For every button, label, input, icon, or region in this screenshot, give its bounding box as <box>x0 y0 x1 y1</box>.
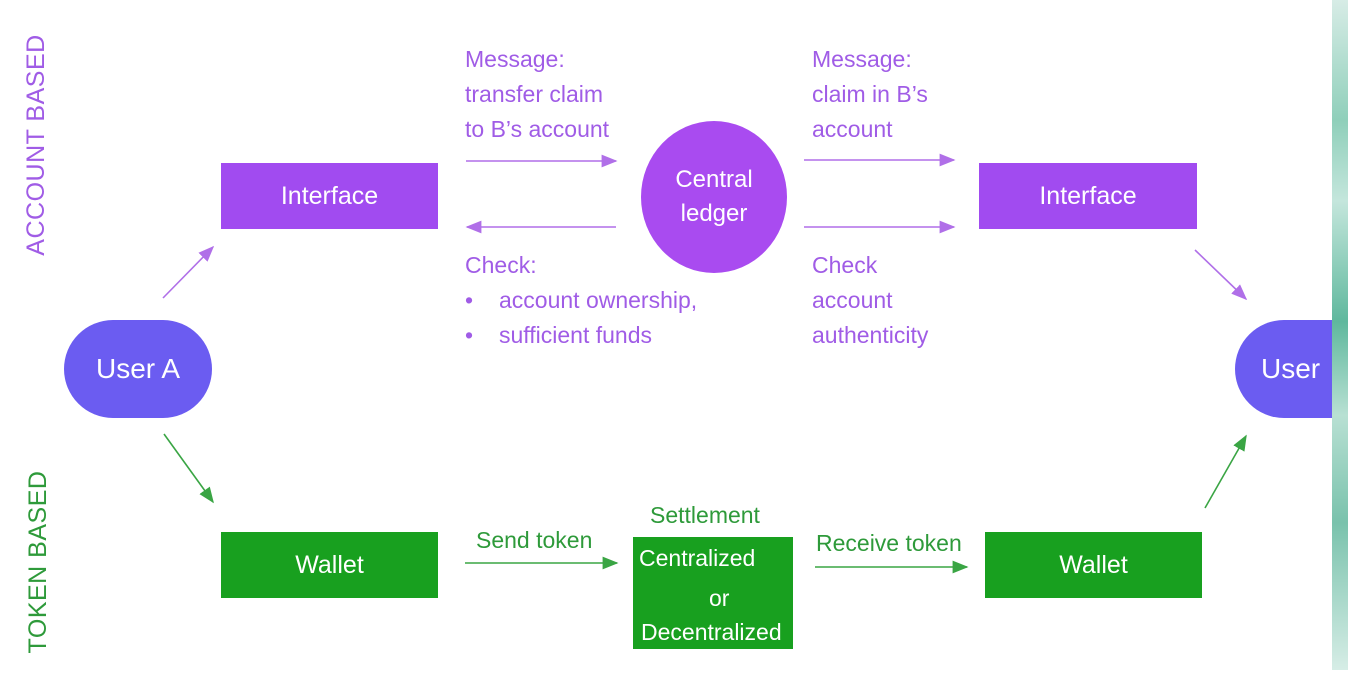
arrow-wallet-to-userb <box>1204 434 1247 509</box>
message-right-note: Message: claim in B’s account <box>812 42 928 147</box>
central-ledger-line-2: ledger <box>680 200 748 227</box>
settlement-title: Settlement <box>650 502 760 528</box>
message-left-line-3: to B’s account <box>465 116 610 142</box>
decorative-edge-stripe <box>1332 0 1348 670</box>
check-left-note: Check: account ownership, sufficient fun… <box>465 248 697 353</box>
send-token-label: Send token <box>476 527 593 553</box>
settlement-box: Centralized or Decentralized <box>633 537 793 649</box>
interface-left-box: Interface <box>221 163 438 229</box>
settlement-option-centralized: Centralized <box>639 545 756 571</box>
user-b-label: User <box>1261 353 1321 384</box>
check-right-note: Check account authenticity <box>812 248 928 353</box>
message-left-line-2: transfer claim <box>465 81 604 107</box>
user-a-node: User A <box>64 320 212 418</box>
receive-token-label: Receive token <box>816 530 962 556</box>
check-left-list: account ownership, sufficient funds <box>465 283 697 353</box>
check-right-line-1: Check <box>812 252 878 278</box>
message-right-line-1: Message: <box>812 46 912 72</box>
wallet-right-box: Wallet <box>985 532 1202 598</box>
user-b-node: User <box>1235 320 1332 418</box>
central-ledger-node: Central ledger <box>641 121 787 273</box>
arrow-usera-to-wallet <box>163 433 214 504</box>
arrow-usera-to-interface <box>162 245 215 299</box>
check-left-item-ownership: account ownership, <box>465 283 697 318</box>
message-right-line-2: claim in B’s <box>812 81 928 107</box>
check-left-item-funds: sufficient funds <box>465 318 697 353</box>
message-left-note: Message: transfer claim to B’s account <box>465 42 609 147</box>
interface-right-box: Interface <box>979 163 1197 229</box>
arrow-interface-to-userb <box>1194 249 1248 301</box>
settlement-option-or: or <box>709 585 730 611</box>
check-right-line-2: account <box>812 287 893 313</box>
check-left-title: Check: <box>465 252 537 278</box>
message-right-line-3: account <box>812 116 893 142</box>
message-left-line-1: Message: <box>465 46 565 72</box>
check-right-line-3: authenticity <box>812 322 929 348</box>
central-ledger-line-1: Central <box>675 166 753 193</box>
settlement-option-decentralized: Decentralized <box>641 619 782 645</box>
wallet-left-box: Wallet <box>221 532 438 598</box>
